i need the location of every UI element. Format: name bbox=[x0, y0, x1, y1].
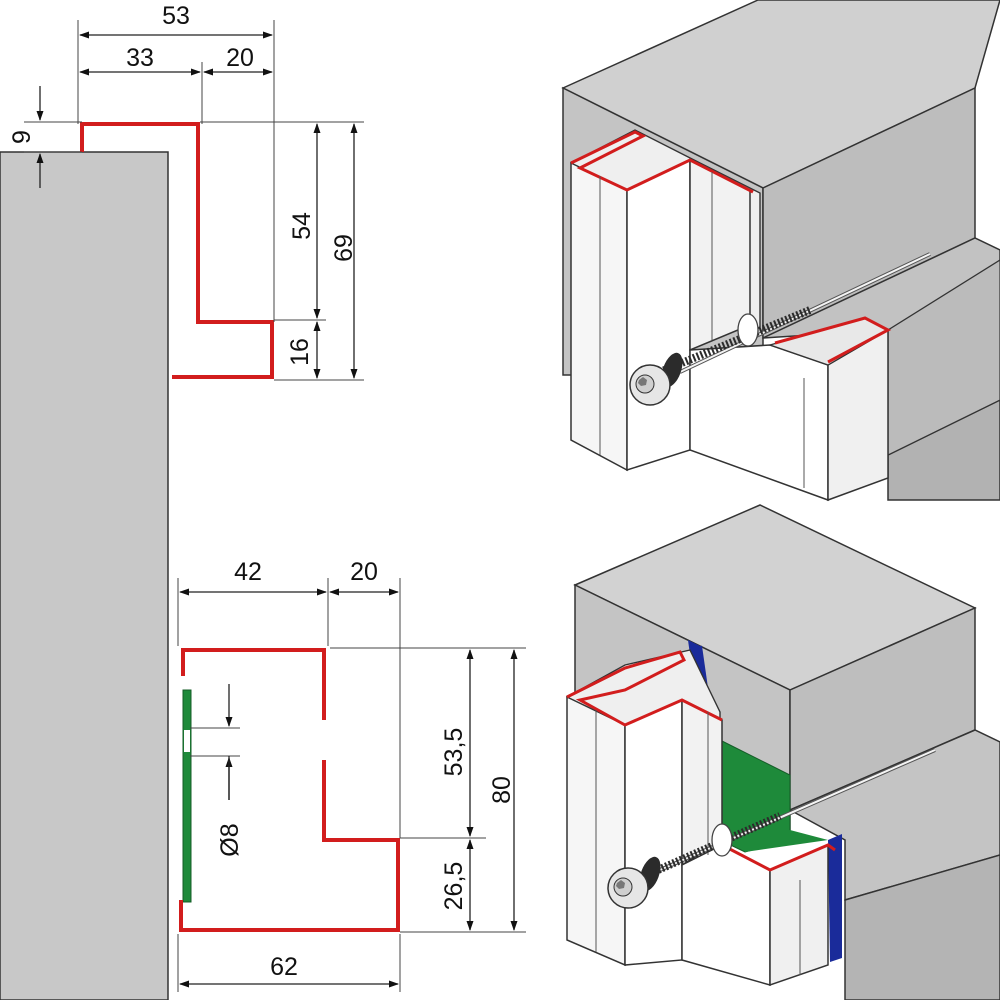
top-profile-dimensions: 53 33 20 9 54 16 69 bbox=[8, 2, 364, 381]
dim-53-5: 53,5 bbox=[440, 728, 468, 777]
dim-54: 54 bbox=[288, 212, 316, 240]
dim-33: 33 bbox=[126, 44, 154, 72]
dim-42: 42 bbox=[234, 558, 262, 586]
dim-62: 62 bbox=[270, 953, 298, 981]
top-3d-illustration bbox=[561, 0, 1000, 502]
dim-20-bottom: 20 bbox=[350, 558, 378, 586]
bottom-profile-dimensions: 42 20 Ø8 53,5 26,5 80 62 bbox=[177, 558, 526, 992]
dim-53: 53 bbox=[162, 2, 190, 30]
dim-69: 69 bbox=[330, 234, 358, 262]
dim-hole-diameter: Ø8 bbox=[216, 823, 244, 856]
dim-20-top: 20 bbox=[226, 44, 254, 72]
top-profile-section bbox=[80, 122, 274, 379]
bottom-3d-illustration bbox=[565, 504, 1000, 1000]
dim-26-5: 26,5 bbox=[440, 862, 468, 911]
dim-80: 80 bbox=[488, 776, 516, 804]
dim-16: 16 bbox=[286, 338, 314, 366]
hole-mark-left bbox=[184, 730, 190, 752]
wall-section bbox=[0, 151, 169, 1000]
dim-9: 9 bbox=[8, 130, 36, 144]
bottom-profile-section bbox=[179, 648, 400, 932]
hole-mark-right bbox=[321, 720, 327, 760]
seal-strip-green bbox=[182, 689, 192, 903]
